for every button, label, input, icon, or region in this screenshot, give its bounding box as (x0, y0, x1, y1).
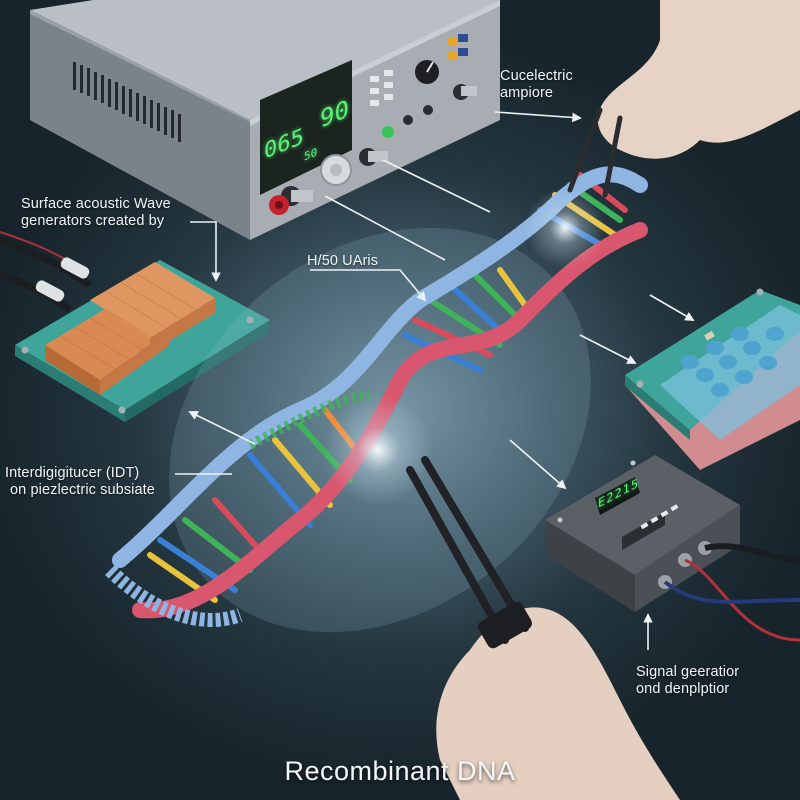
label-surface-acoustic-wave: Surface acoustic Wave generators created… (21, 196, 171, 230)
figure-title: Recombinant DNA (284, 756, 516, 786)
label-line: on piezlectric subsiate (10, 482, 155, 498)
label-signal-generator: Signal geeratior ond denplptior (636, 664, 739, 698)
label-line: Signal geeratior (636, 664, 740, 680)
label-line: ampiore (500, 85, 554, 101)
label-h50-uaris: H/50 UAris (307, 253, 379, 269)
label-line: ond denplptior (636, 681, 730, 697)
label-line: generators created by (21, 213, 165, 229)
label-line: Interdigigitucer (IDT) (5, 465, 140, 481)
label-cucelectric-ampiore: Cucelectric ampiore (500, 68, 573, 102)
label-idt: Interdigigitucer (IDT) on piezlectric su… (5, 465, 155, 499)
label-line: Surface acoustic Wave (21, 196, 171, 212)
label-line: Cucelectric (500, 68, 573, 84)
